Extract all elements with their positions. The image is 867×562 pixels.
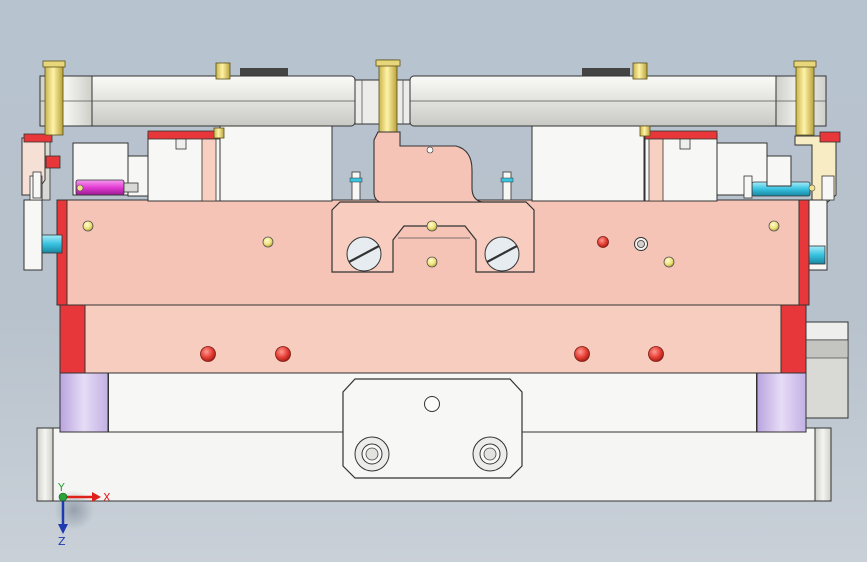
center-clamp-block [342,378,523,479]
red-plug [648,346,664,362]
guide-pins [42,59,817,139]
left-slide-assembly [21,125,333,271]
coordinate-triad[interactable]: X Y Z [54,481,111,548]
red-plug [275,346,291,362]
slotted-screw-left [346,236,382,272]
center-insert [331,201,535,273]
slotted-screw-right [484,236,520,272]
sprue-block [373,131,483,203]
counterbore-hole-left [354,436,390,472]
red-plug [200,346,216,362]
right-side-block [805,321,849,419]
sprue-bushing [378,59,398,139]
z-axis-label: Z [58,535,66,548]
x-axis-label: X [103,491,111,504]
top-clamp-plate [39,68,827,127]
y-axis-label: Y [57,481,65,494]
cyan-cylinder [41,234,63,254]
right-slide-assembly [531,125,841,271]
counterbore-hole-right [472,436,508,472]
fittings [32,171,753,201]
red-plug [574,346,590,362]
cyan-cylinder [808,245,826,265]
y-axis-marker [58,492,68,502]
cavity-plate [59,302,807,374]
